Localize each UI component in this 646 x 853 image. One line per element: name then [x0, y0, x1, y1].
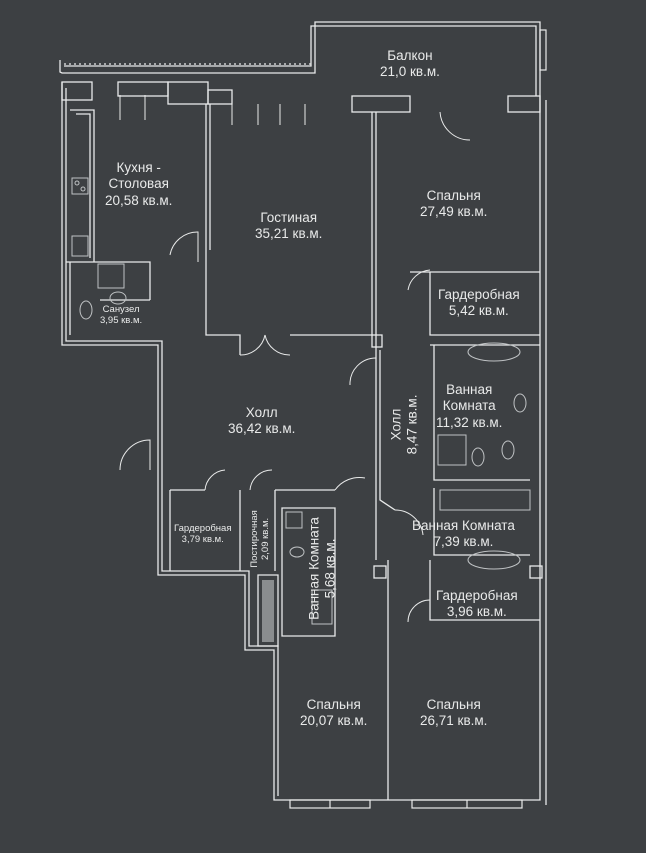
room-area: 35,21 кв.м. — [255, 226, 323, 242]
hall2-label: Холл 8,47 кв.м. — [389, 389, 422, 459]
kitchen-label: Кухня - Столовая 20,58 кв.м. — [105, 160, 172, 209]
balcony-outline — [59, 21, 541, 100]
room-area: 21,0 кв.м. — [380, 64, 440, 80]
room-name: Столовая — [108, 176, 169, 192]
laundry-label: Постирочная 2,09 кв.м. — [249, 500, 272, 578]
room-area: 7,39 кв.м. — [433, 534, 494, 550]
bath3-label: Ванная Комната 5,68 кв.м. — [307, 513, 340, 623]
room-area: 2,09 кв.м. — [260, 517, 271, 560]
wardrobe2-label: Гардеробная 3,96 кв.м. — [436, 588, 518, 621]
toilet-label: Санузел 3,95 кв.м. — [100, 304, 143, 327]
hall1-label: Холл 36,42 кв.м. — [228, 405, 295, 438]
room-area: 11,32 кв.м. — [436, 414, 503, 430]
room-name: Гардеробная — [174, 523, 232, 534]
room-area: 20,58 кв.м. — [105, 192, 173, 208]
room-name: Спальня — [426, 188, 481, 203]
room-area: 3,95 кв.м. — [100, 314, 143, 326]
stove-icon — [71, 177, 89, 195]
balcony-inner — [64, 25, 537, 96]
balcony-label: Балкон 21,0 кв.м. — [380, 48, 440, 81]
room-name: Холл — [245, 405, 278, 420]
bedroom2-label: Спальня 20,07 кв.м. — [300, 697, 367, 730]
room-name: Спальня — [306, 697, 361, 712]
room-area: 27,49 кв.м. — [420, 204, 488, 220]
bedroom3-label: Спальня 26,71 кв.м. — [420, 697, 487, 730]
room-name: Спальня — [426, 697, 481, 712]
room-name: Гардеробная — [438, 287, 520, 302]
room-area: 3,79 кв.м. — [181, 533, 224, 545]
room-area: 8,47 кв.м. — [405, 394, 420, 455]
room-area: 26,71 кв.м. — [420, 713, 488, 729]
toilet-icon — [79, 300, 93, 320]
outer-wall — [61, 82, 541, 801]
room-name: Холл — [388, 408, 404, 441]
room-area: 5,42 кв.м. — [448, 303, 509, 319]
bath2-label: Ванная Комната 7,39 кв.м. — [412, 518, 515, 551]
room-area: 20,07 кв.м. — [300, 713, 368, 729]
wardrobe3-label: Гардеробная 3,79 кв.м. — [174, 523, 232, 546]
bathtub-icon — [467, 342, 521, 362]
sink-icon — [71, 235, 89, 257]
room-name: Ванная Комната — [412, 518, 515, 533]
wardrobe1-label: Гардеробная 5,42 кв.м. — [438, 287, 520, 320]
room-name: Комната — [442, 398, 496, 414]
door-swing — [169, 231, 199, 262]
bath1-label: Ванная Комната 11,32 кв.м. — [436, 382, 502, 431]
room-name: Кухня - — [116, 160, 161, 175]
room-name: Ванная — [446, 382, 493, 397]
room-area: 5,68 кв.м. — [323, 538, 338, 599]
room-name: Ванная Комната — [306, 517, 322, 620]
room-name: Гардеробная — [436, 588, 518, 603]
room-name: Санузел — [102, 304, 140, 315]
living-label: Гостиная 35,21 кв.м. — [255, 210, 322, 243]
room-area: 36,42 кв.м. — [228, 421, 296, 437]
bedroom1-label: Спальня 27,49 кв.м. — [420, 188, 487, 221]
room-area: 3,96 кв.м. — [446, 604, 507, 620]
room-name: Гостиная — [260, 210, 318, 225]
room-name: Балкон — [387, 48, 433, 63]
